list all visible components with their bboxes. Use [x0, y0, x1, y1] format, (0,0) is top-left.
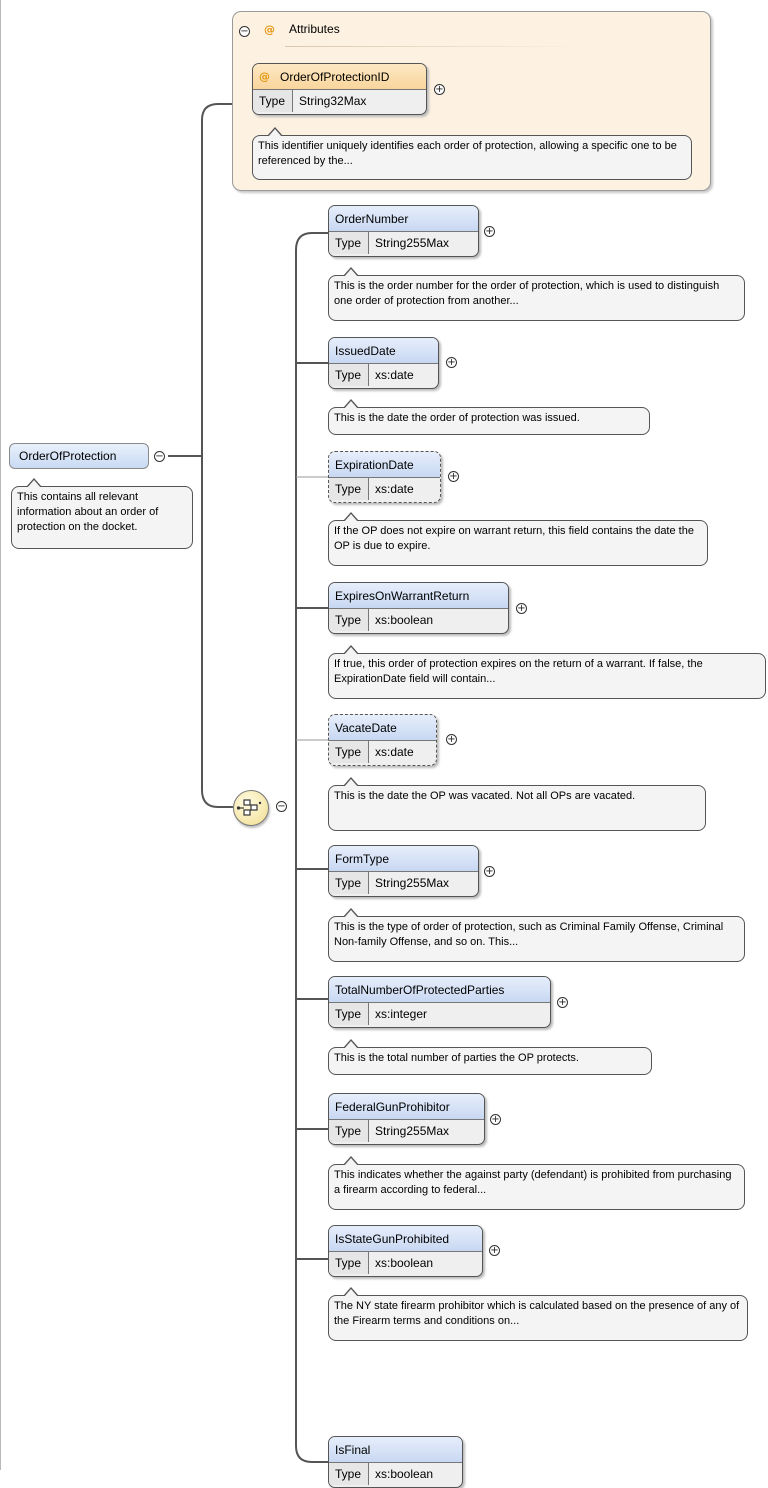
- element-name: ExpirationDate: [335, 457, 414, 472]
- root-annotation: This contains all relevant information a…: [11, 478, 193, 549]
- attribute-name: OrderOfProtectionID: [280, 69, 390, 84]
- plus-circle-icon[interactable]: +: [446, 734, 457, 745]
- plus-circle-icon[interactable]: +: [484, 226, 495, 237]
- element-annotation: This indicates whether the against party…: [328, 1156, 745, 1210]
- type-label: Type: [329, 232, 369, 254]
- root-element-name: OrderOfProtection: [19, 449, 117, 463]
- element-note-text: This is the total number of parties the …: [334, 1052, 579, 1064]
- type-label: Type: [329, 609, 369, 631]
- type-label: Type: [253, 90, 293, 112]
- attribute-note-text: This identifier uniquely identifies each…: [258, 140, 677, 167]
- element-annotation: This is the date the order of protection…: [328, 399, 650, 435]
- plus-circle-icon[interactable]: +: [448, 471, 459, 482]
- element-note-text: This is the date the order of protection…: [334, 412, 580, 424]
- element-name: IsFinal: [335, 1442, 371, 1457]
- element-annotation: This is the order number for the order o…: [328, 267, 745, 321]
- element-box-ordernumber[interactable]: OrderNumber Type String255Max: [328, 205, 479, 257]
- element-note-text: This is the date the OP was vacated. Not…: [334, 790, 636, 802]
- at-sign-icon: @: [259, 70, 270, 83]
- type-value: xs:boolean: [375, 1467, 434, 1481]
- type-label: Type: [329, 478, 369, 500]
- element-note-text: If the OP does not expire on warrant ret…: [334, 525, 694, 552]
- type-value: xs:date: [375, 368, 414, 382]
- type-value: String255Max: [375, 236, 450, 250]
- attribute-box-orderofprotectionid[interactable]: @ OrderOfProtectionID Type String32Max: [252, 63, 427, 115]
- element-box-federalgunprohibitor[interactable]: FederalGunProhibitor Type String255Max: [328, 1093, 485, 1145]
- element-box-issueddate[interactable]: IssuedDate Type xs:date: [328, 337, 439, 389]
- element-box-expirationdate[interactable]: ExpirationDate Type xs:date: [328, 451, 441, 503]
- element-name: IssuedDate: [335, 343, 396, 358]
- type-label: Type: [329, 364, 369, 386]
- type-label: Type: [329, 1463, 369, 1485]
- plus-circle-icon[interactable]: +: [484, 866, 495, 877]
- type-label: Type: [329, 741, 369, 763]
- type-value: xs:date: [375, 482, 414, 496]
- type-value: xs:integer: [375, 1007, 428, 1021]
- plus-circle-icon[interactable]: +: [557, 997, 568, 1008]
- sequence-glyph: [236, 799, 262, 816]
- root-element[interactable]: OrderOfProtection: [9, 443, 149, 469]
- plus-circle-icon[interactable]: +: [490, 1114, 501, 1125]
- type-value: String32Max: [299, 94, 367, 108]
- root-note-text: This contains all relevant information a…: [17, 491, 159, 533]
- type-value: String255Max: [375, 1124, 450, 1138]
- element-box-expiresonwarrantreturn[interactable]: ExpiresOnWarrantReturn Type xs:boolean: [328, 582, 509, 634]
- type-label: Type: [329, 1252, 369, 1274]
- frame-border: [0, 0, 1, 1470]
- element-name: FederalGunProhibitor: [335, 1099, 450, 1114]
- element-box-vacatedate[interactable]: VacateDate Type xs:date: [328, 714, 437, 766]
- element-note-text: This is the type of order of protection,…: [334, 921, 724, 948]
- type-value: String255Max: [375, 876, 450, 890]
- minus-circle-icon[interactable]: −: [154, 451, 165, 462]
- attribute-annotation: This identifier uniquely identifies each…: [252, 127, 692, 180]
- element-annotation: If the OP does not expire on warrant ret…: [328, 512, 708, 566]
- plus-circle-icon[interactable]: +: [516, 603, 527, 614]
- plus-circle-icon[interactable]: +: [489, 1245, 500, 1256]
- element-box-isfinal[interactable]: IsFinal Type xs:boolean: [328, 1436, 463, 1488]
- type-label: Type: [329, 1003, 369, 1025]
- minus-circle-icon[interactable]: −: [276, 801, 287, 812]
- at-sign-icon: @: [264, 23, 275, 36]
- element-name: VacateDate: [335, 720, 397, 735]
- element-name: ExpiresOnWarrantReturn: [335, 588, 470, 603]
- element-annotation: This is the total number of parties the …: [328, 1039, 652, 1075]
- element-name: FormType: [335, 851, 390, 866]
- element-note-text: This is the order number for the order o…: [334, 280, 720, 307]
- minus-circle-icon[interactable]: −: [239, 26, 250, 37]
- sequence-compositor-icon[interactable]: [233, 790, 269, 826]
- element-box-isstategunprohibited[interactable]: IsStateGunProhibited Type xs:boolean: [328, 1225, 483, 1277]
- type-value: xs:boolean: [375, 1256, 434, 1270]
- element-annotation: This is the type of order of protection,…: [328, 908, 745, 962]
- element-name: TotalNumberOfProtectedParties: [335, 982, 505, 997]
- element-box-totalnumberofprotectedparties[interactable]: TotalNumberOfProtectedParties Type xs:int…: [328, 976, 551, 1028]
- element-name: OrderNumber: [335, 211, 409, 226]
- divider: [285, 46, 585, 47]
- element-note-text: This indicates whether the against party…: [334, 1169, 732, 1196]
- element-annotation: If true, this order of protection expire…: [328, 645, 766, 699]
- element-annotation: This is the date the OP was vacated. Not…: [328, 777, 706, 831]
- element-annotation: The NY state firearm prohibitor which is…: [328, 1287, 748, 1341]
- element-note-text: The NY state firearm prohibitor which is…: [334, 1300, 740, 1327]
- type-label: Type: [329, 1120, 369, 1142]
- type-label: Type: [329, 872, 369, 894]
- type-value: xs:boolean: [375, 613, 434, 627]
- element-box-formtype[interactable]: FormType Type String255Max: [328, 845, 479, 897]
- type-value: xs:date: [375, 745, 414, 759]
- plus-circle-icon[interactable]: +: [434, 84, 445, 95]
- element-note-text: If true, this order of protection expire…: [334, 658, 703, 685]
- element-name: IsStateGunProhibited: [335, 1231, 450, 1246]
- attributes-title: Attributes: [289, 22, 340, 36]
- plus-circle-icon[interactable]: +: [446, 357, 457, 368]
